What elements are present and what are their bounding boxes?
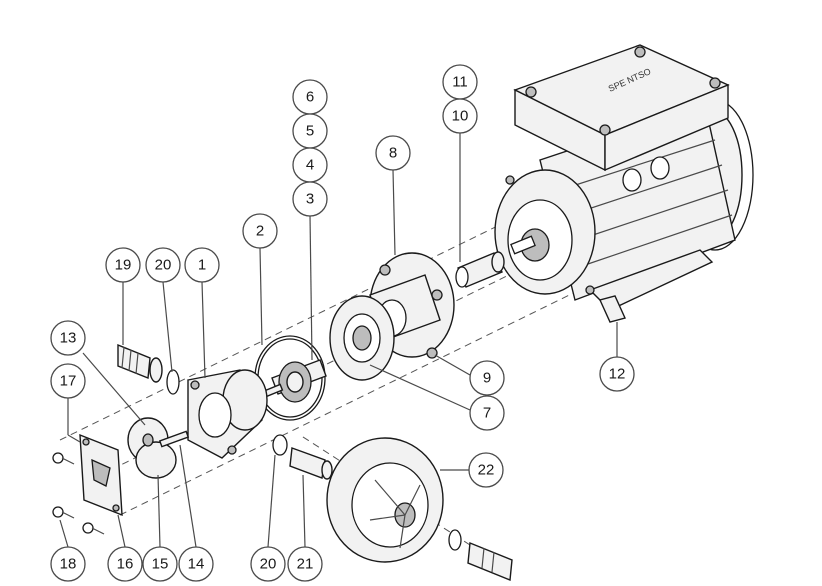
electric-motor: SPE NTSO	[494, 44, 754, 323]
svg-text:2: 2	[256, 223, 264, 240]
svg-text:13: 13	[60, 330, 77, 347]
callout-5: 5	[292, 113, 328, 149]
callout-6: 6	[292, 79, 328, 115]
callout-17: 17	[50, 363, 86, 399]
screw-18a	[52, 506, 75, 519]
svg-text:18: 18	[60, 556, 77, 573]
svg-text:1: 1	[198, 257, 206, 274]
svg-text:17: 17	[60, 373, 77, 390]
svg-text:14: 14	[188, 556, 205, 573]
callout-4: 4	[292, 147, 328, 183]
svg-text:4: 4	[306, 157, 314, 174]
pump-cover-22	[326, 437, 513, 581]
svg-text:22: 22	[478, 462, 495, 479]
callout-7: 7	[469, 395, 505, 431]
gear-set	[127, 417, 190, 479]
shaft-sleeve	[455, 251, 505, 288]
svg-text:11: 11	[452, 74, 468, 91]
svg-text:15: 15	[152, 556, 169, 573]
svg-text:6: 6	[306, 89, 314, 106]
callout-19: 19	[105, 247, 141, 283]
pump-body	[187, 369, 268, 459]
svg-text:5: 5	[306, 123, 314, 140]
callout-11: 11	[442, 64, 478, 100]
callout-12: 12	[599, 356, 635, 392]
inlet-fitting	[117, 343, 180, 395]
callout-16: 16	[107, 546, 143, 582]
svg-text:7: 7	[483, 405, 491, 422]
callout-20-bottom: 20	[250, 546, 286, 582]
callout-13: 13	[50, 320, 86, 356]
svg-text:10: 10	[452, 108, 469, 125]
svg-text:3: 3	[306, 191, 314, 208]
seal-flange	[329, 295, 395, 381]
cover-plate	[52, 433, 123, 535]
callout-20-top: 20	[145, 247, 181, 283]
screw-18b	[82, 522, 105, 535]
callout-8: 8	[375, 135, 411, 171]
callout-1: 1	[184, 247, 220, 283]
svg-text:19: 19	[115, 257, 132, 274]
mechanical-seal	[254, 335, 327, 421]
callout-3: 3	[292, 181, 328, 217]
callout-9: 9	[469, 360, 505, 396]
leader-lines	[59, 133, 618, 548]
callout-2: 2	[242, 213, 278, 249]
callout-18: 18	[50, 546, 86, 582]
callout-22: 22	[468, 452, 504, 488]
svg-text:21: 21	[297, 556, 314, 573]
svg-text:8: 8	[389, 145, 397, 162]
svg-text:16: 16	[117, 556, 134, 573]
callout-14: 14	[178, 546, 214, 582]
svg-text:20: 20	[155, 257, 172, 274]
callout-21: 21	[287, 546, 323, 582]
callout-10: 10	[442, 98, 478, 134]
callout-15: 15	[142, 546, 178, 582]
svg-text:9: 9	[483, 370, 491, 387]
screw-17	[52, 452, 75, 465]
svg-text:20: 20	[260, 556, 277, 573]
svg-text:12: 12	[609, 366, 626, 383]
